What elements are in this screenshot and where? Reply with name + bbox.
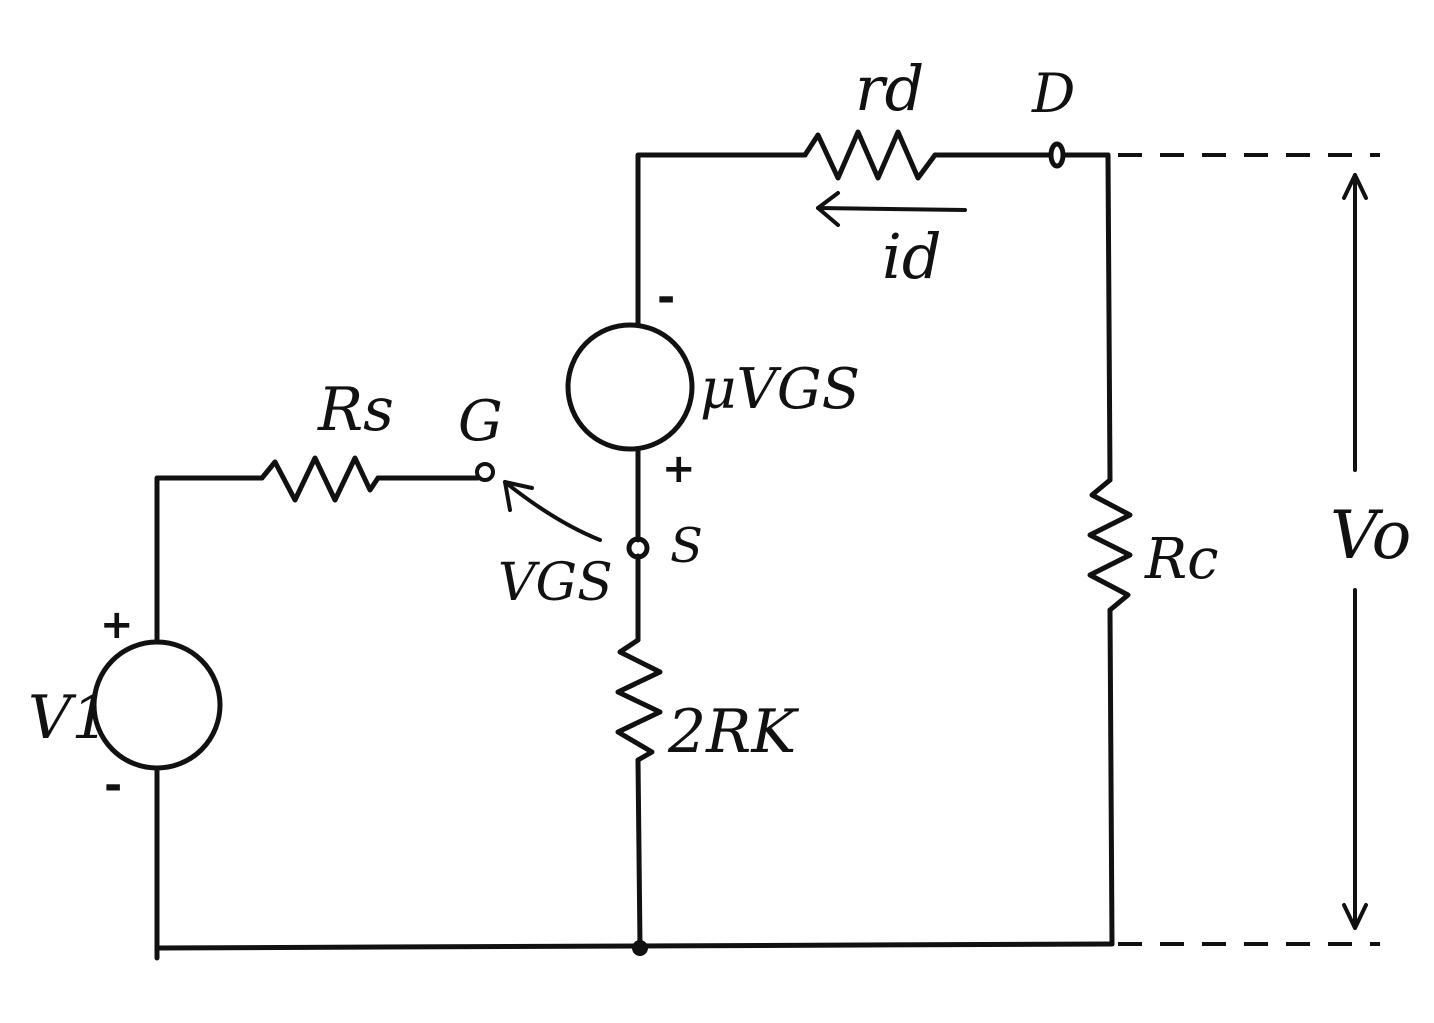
label-rd: rd — [855, 52, 924, 125]
v1-plus-sign: + — [100, 602, 134, 648]
vo-dimension — [1118, 153, 1380, 946]
vo-arrow-up — [1342, 173, 1368, 472]
vgs-arrow — [503, 480, 602, 542]
mu-plus-sign: + — [662, 446, 696, 492]
resistor-2rk — [615, 637, 663, 763]
wire-2rk-to-ground — [635, 757, 643, 949]
label-g: G — [458, 389, 503, 454]
terminal-d — [1048, 141, 1066, 169]
terminal-s — [626, 536, 650, 560]
wire-mu-to-rd — [635, 152, 808, 328]
label-rc: Rc — [1144, 527, 1219, 592]
label-d: D — [1031, 62, 1075, 125]
id-arrow — [816, 191, 967, 227]
dependent-source-mu-vgs — [565, 322, 695, 452]
vo-arrow-down — [1342, 588, 1368, 930]
resistor-rc — [1087, 477, 1133, 613]
v1-minus-sign: - — [104, 760, 122, 811]
wire-v1-to-rs — [154, 475, 265, 643]
resistor-rs — [259, 455, 381, 503]
ground-node — [632, 940, 648, 956]
label-vgs: VGS — [498, 553, 613, 613]
label-mu-vgs: μVGS — [700, 357, 860, 422]
label-vo: Vo — [1330, 497, 1411, 574]
mu-minus-sign: - — [657, 272, 675, 323]
label-2rk: 2RK — [667, 697, 799, 767]
wire-rc-to-ground — [1107, 607, 1115, 947]
resistor-rd — [802, 129, 938, 181]
label-id: id — [882, 220, 942, 293]
wire-corner-to-rc — [1105, 152, 1113, 483]
terminal-g — [475, 462, 495, 482]
label-v1: V1 — [28, 683, 110, 753]
label-rs: Rs — [317, 375, 394, 445]
label-s: S — [670, 518, 703, 574]
voltage-source-v1 — [91, 639, 223, 771]
